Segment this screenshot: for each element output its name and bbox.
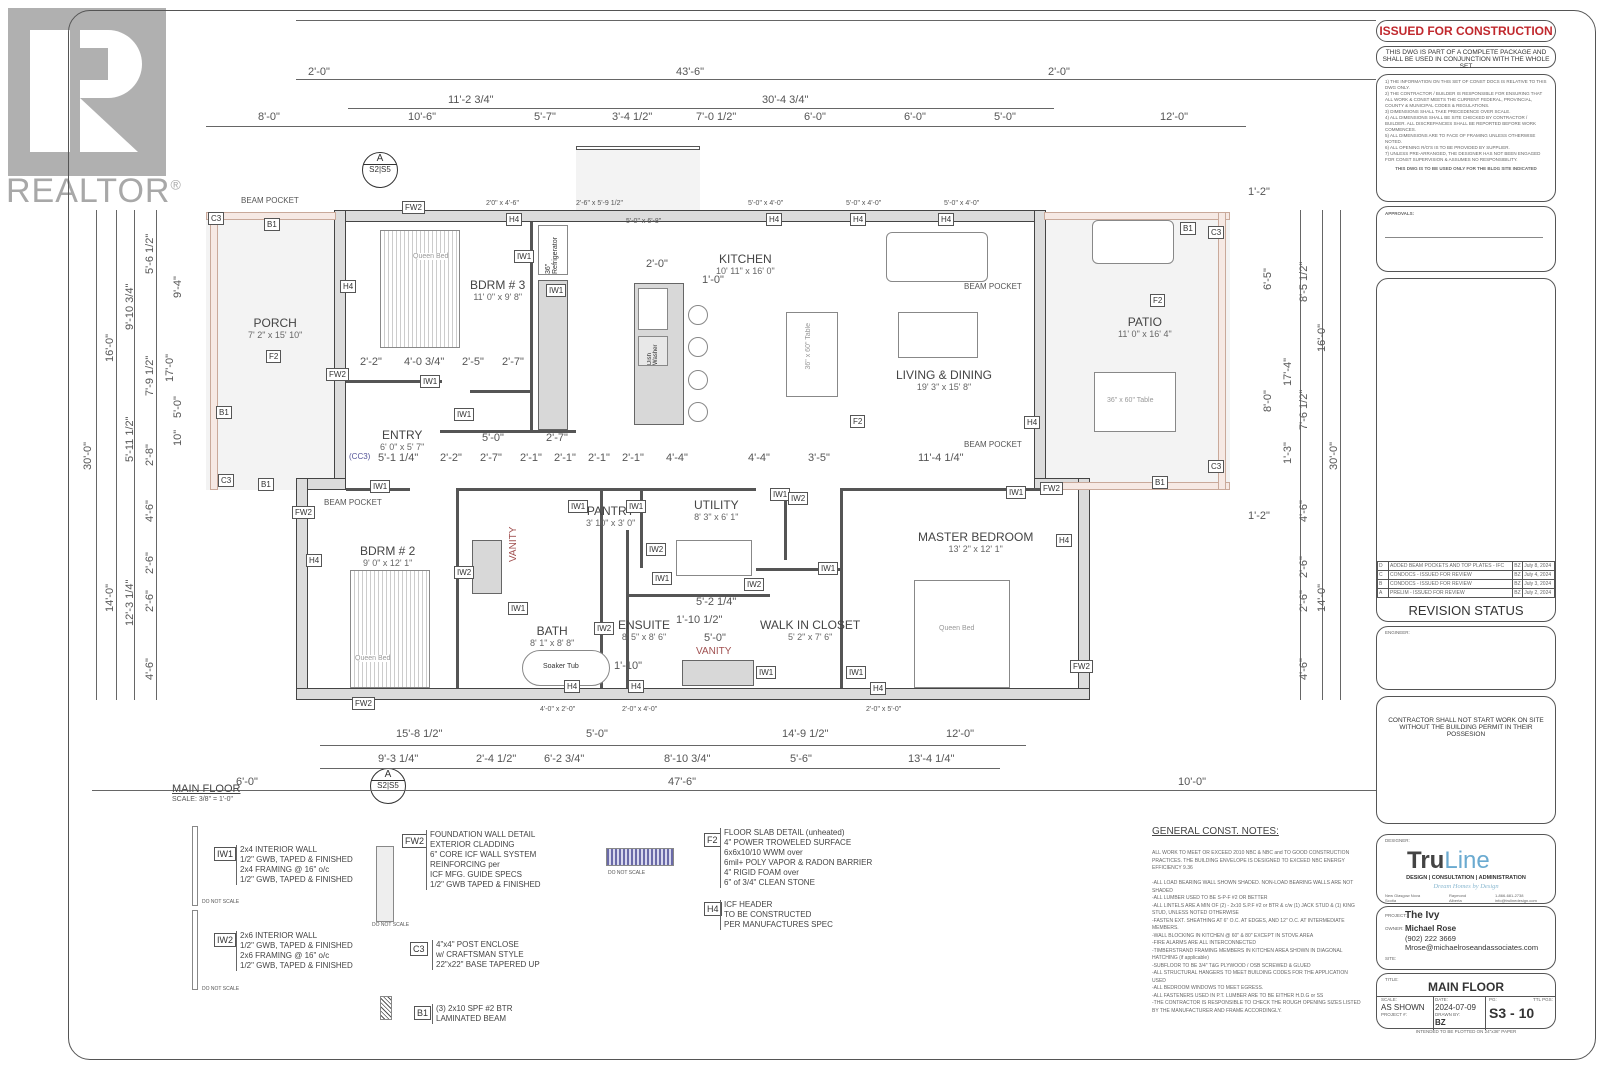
bed-bdrm3: Queen Bed [380,230,460,348]
dining-table: 36" x 60" Table [786,312,838,397]
front-bumpout [576,146,700,212]
exterior-wall-right-upper [1034,210,1046,480]
bed-bdrm2: Queen Bed [350,570,430,688]
drawing-title: MAIN FLOOR [1428,980,1504,994]
exterior-wall-left-upper [334,210,346,480]
kitchen-counter-wall [538,280,568,430]
washer-dryer [676,540,752,576]
dishwasher: Dish Washer [638,336,668,366]
rug [898,312,978,358]
vanity-label: VANITY [696,646,732,657]
realtor-watermark: REALTOR® [6,172,182,210]
realtor-logo-icon [8,8,166,176]
ensuite-vanity [682,660,754,686]
sofa [886,232,988,282]
page-number: S3 - 10 [1489,1005,1535,1021]
bath-vanity [472,540,502,594]
double-sink [638,288,668,330]
refrigerator: 36" Refrigerator [538,225,568,275]
patio-table: 36" x 60" Table [1094,372,1176,432]
issued-stamp: ISSUED FOR CONSTRUCTION [1379,24,1553,38]
exterior-wall-bottom [296,688,1090,700]
project-name: The Ivy [1405,910,1440,921]
drawing-sheet-border [68,10,1596,1060]
truline-logo: TruLine [1407,847,1490,874]
revision-status-label: REVISION STATUS [1408,603,1524,618]
bed-master: Queen Bed [914,580,1010,688]
vanity-label: VANITY [508,526,519,562]
